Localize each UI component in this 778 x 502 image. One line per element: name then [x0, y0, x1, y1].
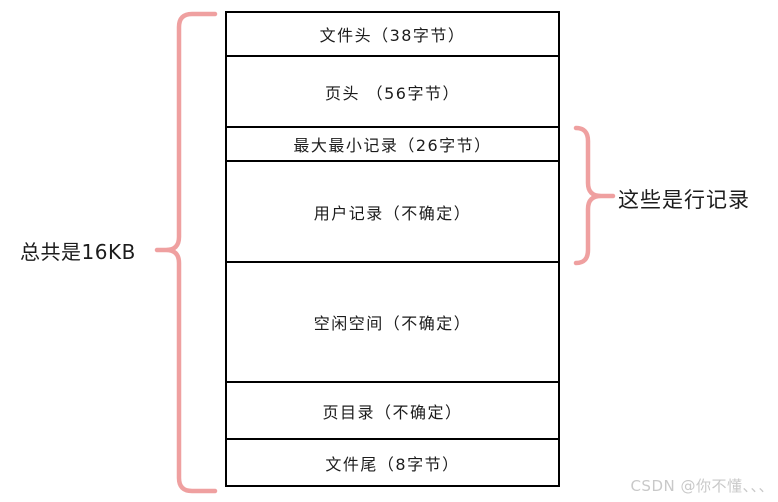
row-file-trailer: 文件尾（8字节） — [227, 440, 558, 485]
row-user-records-label: 用户记录（不确定） — [313, 203, 472, 223]
row-file-header-label: 文件头（38字节） — [319, 26, 466, 45]
left-brace — [154, 11, 218, 494]
row-page-header-label: 页头 （56字节） — [325, 83, 460, 103]
row-page-header: 页头 （56字节） — [227, 57, 558, 128]
row-min-max-records-label: 最大最小记录（26字节） — [293, 136, 492, 155]
row-page-directory-label: 页目录（不确定） — [322, 402, 463, 422]
row-min-max-records: 最大最小记录（26字节） — [227, 128, 558, 162]
row-file-trailer-label: 文件尾（8字节） — [325, 454, 460, 474]
row-records-label: 这些是行记录 — [618, 188, 750, 212]
right-brace — [573, 125, 616, 266]
row-free-space: 空闲空间（不确定） — [227, 263, 558, 383]
row-free-space-label: 空闲空间（不确定） — [313, 314, 472, 333]
row-file-header: 文件头（38字节） — [227, 13, 558, 57]
total-size-label: 总共是16KB — [20, 240, 136, 264]
watermark: CSDN @你不懂、、、 — [630, 477, 774, 495]
row-page-directory: 页目录（不确定） — [227, 383, 558, 440]
page-structure-stack: 文件头（38字节） 页头 （56字节） 最大最小记录（26字节） 用户记录（不确… — [225, 11, 560, 487]
row-user-records: 用户记录（不确定） — [227, 162, 558, 263]
